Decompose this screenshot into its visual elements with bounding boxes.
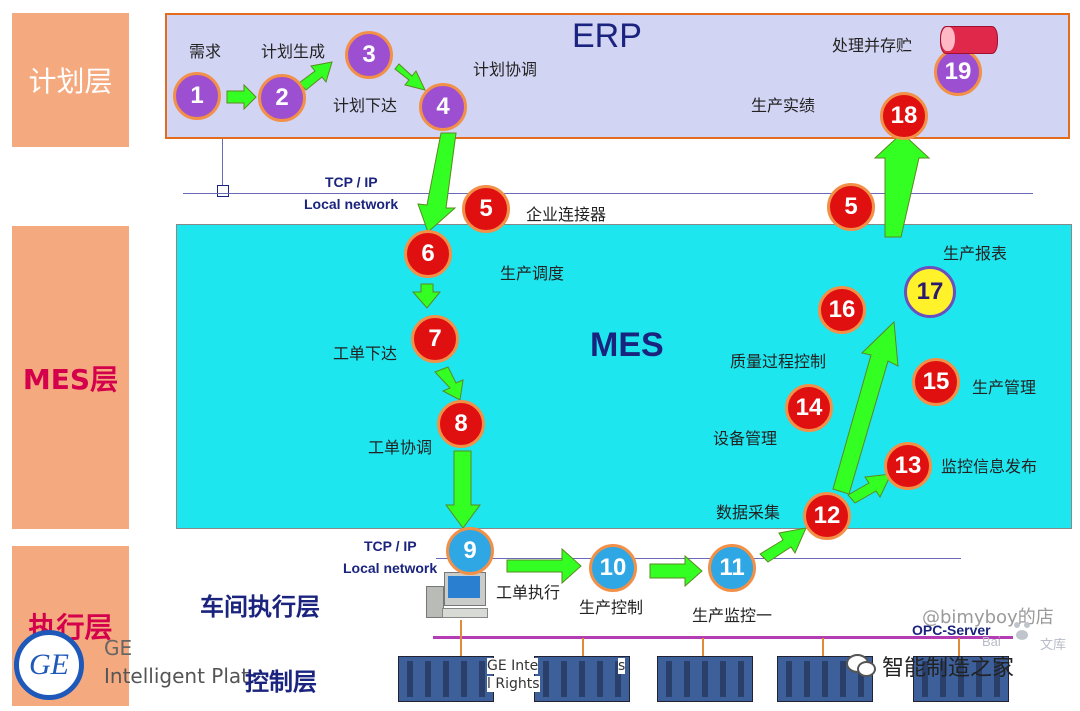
- network-node-icon: [217, 185, 229, 197]
- baidu-paw-icon: [1012, 622, 1034, 640]
- label-jihua-xietiao: 计划协调: [473, 60, 538, 79]
- plc-rack: [777, 656, 873, 702]
- label-gongdan-xiada: 工单下达: [333, 344, 398, 363]
- label-shengchan-kongzhi: 生产控制: [579, 598, 644, 617]
- bottom-local-label: Local network: [343, 560, 438, 576]
- step-node-16: 16: [818, 286, 866, 334]
- watermark-shop: @bimyboy的店: [922, 607, 1054, 628]
- ge-copy-1: GE Inte: [487, 658, 539, 674]
- ge-logo-icon: GE: [14, 630, 84, 700]
- mes-layer-label: MES层: [12, 226, 129, 529]
- label-zhiliang: 质量过程控制: [730, 352, 827, 371]
- arrow-12-17: [832, 320, 899, 495]
- mes-title: MES: [590, 326, 664, 364]
- arrow-11-12: [759, 527, 807, 563]
- step-node-17: 17: [904, 266, 956, 318]
- bottom-tcp-label: TCP / IP: [364, 538, 417, 554]
- erp-connector: [222, 139, 223, 192]
- step-node-19: 19: [934, 48, 982, 96]
- ge-text-1: GE: [104, 636, 133, 660]
- label-shengchan-shiji: 生产实绩: [751, 96, 816, 115]
- step-node-18: 18: [880, 92, 928, 140]
- plc-drop-line: [822, 638, 824, 656]
- step-node-5: 5: [462, 185, 510, 233]
- step-node-12: 12: [803, 492, 851, 540]
- opc-bus-line: [433, 636, 1013, 639]
- step-node-15: 15: [912, 358, 960, 406]
- plc-drop-line: [460, 620, 462, 656]
- label-shebei: 设备管理: [713, 429, 778, 448]
- step-node-5b: 5: [827, 183, 875, 231]
- control-layer-label: 控制层: [245, 668, 317, 696]
- step-node-4: 4: [419, 83, 467, 131]
- top-local-label: Local network: [304, 196, 399, 212]
- step-node-9: 9: [446, 527, 494, 575]
- watermark-wenku: 文库: [1040, 638, 1067, 653]
- wechat-icon: [846, 652, 876, 677]
- ge-copy-2: s: [618, 658, 626, 674]
- label-shengchan-jiankong: 生产监控一: [692, 606, 773, 625]
- ge-copy-3: l Rights: [487, 676, 540, 692]
- step-node-10: 10: [589, 544, 637, 592]
- step-node-2: 2: [258, 74, 306, 122]
- step-node-13: 13: [884, 442, 932, 490]
- arrow-3-4: [394, 63, 426, 91]
- watermark-baidu: Bai: [982, 634, 1001, 649]
- top-tcp-label: TCP / IP: [325, 174, 378, 190]
- step-node-11: 11: [708, 544, 756, 592]
- label-shengchan-guanli: 生产管理: [972, 378, 1037, 397]
- step-node-7: 7: [411, 315, 459, 363]
- label-jihua-shengcheng: 计划生成: [261, 42, 326, 61]
- step-node-14: 14: [785, 384, 833, 432]
- step-node-3: 3: [345, 31, 393, 79]
- step-node-8: 8: [437, 400, 485, 448]
- workshop-layer-label: 车间执行层: [200, 593, 320, 621]
- bottom-network-line: [436, 558, 961, 559]
- label-xuqiu: 需求: [189, 42, 222, 61]
- label-shuju: 数据采集: [716, 503, 781, 522]
- label-chuli: 处理并存贮: [832, 36, 913, 55]
- computer-icon: [426, 572, 488, 620]
- arrow-7-8: [434, 366, 464, 401]
- label-shengchan-baobiao: 生产报表: [943, 244, 1008, 263]
- plc-drop-line: [702, 638, 704, 656]
- arrow-1-2: [226, 83, 257, 111]
- label-gongdan-zhixing: 工单执行: [496, 583, 561, 602]
- plc-drop-line: [958, 638, 960, 656]
- arrow-12-13: [847, 473, 892, 504]
- brand-name: 智能制造之家: [882, 656, 1015, 681]
- plc-drop-line: [582, 638, 584, 656]
- step-node-1: 1: [173, 72, 221, 120]
- erp-title: ERP: [572, 17, 642, 55]
- plan-layer-label: 计划层: [12, 13, 129, 147]
- label-jihua-xiada: 计划下达: [333, 96, 398, 115]
- arrow-10-11: [649, 554, 703, 588]
- plc-rack: [657, 656, 753, 702]
- step-node-6: 6: [404, 230, 452, 278]
- arrow-8-9: [445, 450, 481, 529]
- plc-rack: [913, 656, 1009, 702]
- arrow-6-7: [411, 283, 442, 309]
- label-shengchan-diaodu: 生产调度: [500, 264, 565, 283]
- arrow-4-6: [417, 132, 457, 233]
- arrow-9-10: [506, 547, 582, 585]
- label-jiankong-xinxi: 监控信息发布: [941, 457, 1038, 476]
- ge-text-2: Intelligent Plat: [104, 664, 249, 688]
- opc-server-label: OPC-Server: [912, 622, 991, 638]
- label-gongdan-xietiao: 工单协调: [368, 438, 433, 457]
- plc-rack: [534, 656, 630, 702]
- database-icon: [940, 26, 998, 54]
- arrow-5-18: [873, 132, 931, 238]
- top-network-line: [183, 193, 1033, 194]
- arrow-2-3: [298, 61, 333, 91]
- plc-rack: [398, 656, 494, 702]
- label-qiye: 企业连接器: [526, 205, 607, 224]
